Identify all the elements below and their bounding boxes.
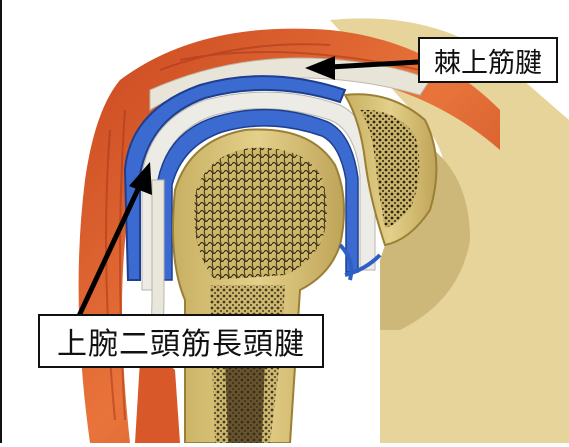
label-biceps-long-head-tendon: 上腕二頭筋長頭腱	[38, 314, 324, 368]
label-supraspinatus-tendon: 棘上筋腱	[418, 37, 558, 83]
biceps-muscle	[135, 359, 180, 443]
medullary-cavity	[225, 360, 265, 443]
figure-left-border	[0, 0, 2, 443]
humeral-head-spongy	[194, 148, 327, 280]
